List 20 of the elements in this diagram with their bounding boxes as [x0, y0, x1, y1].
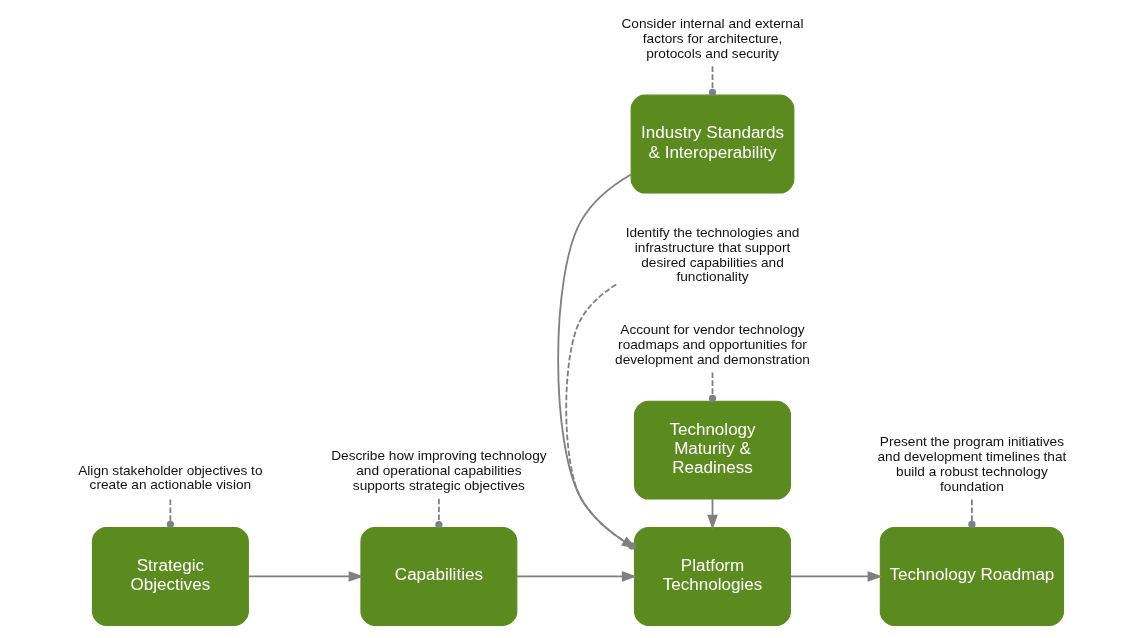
- node-text: Consider internal and external factors for architecture, protocols and security: [621, 16, 804, 61]
- arrow: [516, 571, 637, 582]
- node-text: Account for vendor technology roadmaps and opportunities for development and demonstration: [615, 322, 810, 367]
- node-box: Platform Technologies: [634, 526, 792, 626]
- node-box: Technology Maturity & Readiness: [634, 400, 792, 500]
- node-text: Present the program initiatives and development timelines that build a robust technology foundation: [877, 434, 1067, 494]
- connector: [166, 498, 174, 528]
- connector: [968, 498, 976, 529]
- node-box: Technology Roadmap: [879, 526, 1065, 626]
- arrow: [247, 571, 364, 582]
- node-text: Describe how improving technology and operational capabilities supports strategic objectives: [331, 448, 547, 494]
- connector: [708, 371, 717, 402]
- connector: [435, 497, 443, 529]
- connector: [708, 65, 717, 96]
- node-box: Industry Standards & Interoperability: [630, 94, 795, 194]
- node-text: Identify the technologies and infrastructure that support desired capabilities and functionality: [625, 224, 800, 285]
- node-box: Strategic Objectives: [91, 526, 249, 626]
- node-text: Align stakeholder objectives to create an actionable vision: [78, 462, 263, 493]
- arrow: [789, 571, 883, 582]
- node-box: Capabilities: [360, 526, 518, 626]
